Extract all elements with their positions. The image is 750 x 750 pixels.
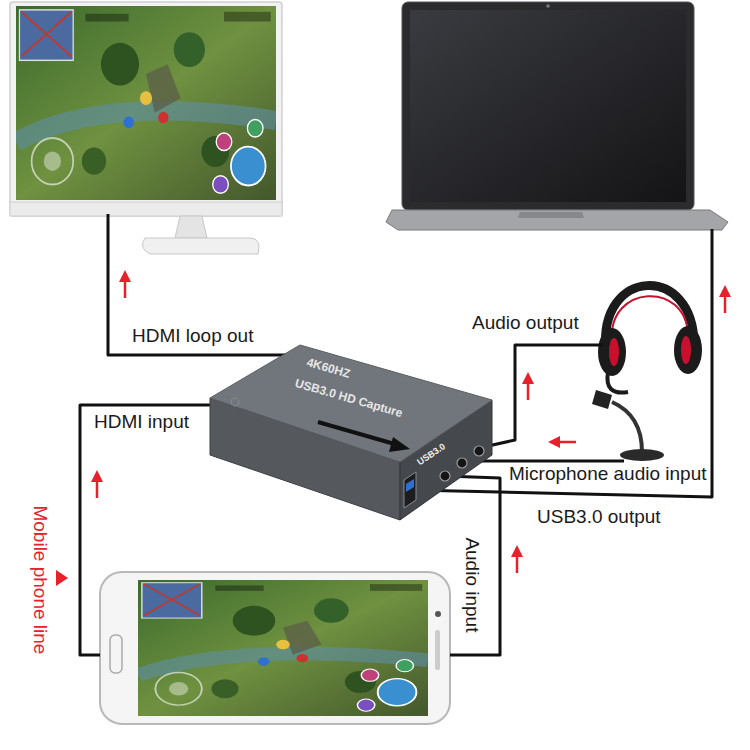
signal-arrow [522,372,534,384]
cable-label: Audio input [461,535,483,634]
phone [138,580,428,716]
signal-arrow [511,545,523,557]
capture-box: 4K60HZUSB3.0 HD CaptureUSB3.0 [205,340,500,525]
monitor [10,2,282,216]
monitor [142,238,259,254]
capture-box-face [389,437,410,452]
cable [80,405,215,655]
laptop [518,212,584,218]
capture-box-face [404,472,416,508]
headset [681,336,691,364]
signal-arrow [56,570,68,586]
signal-arrow [558,441,576,444]
phone [435,630,440,670]
laptop [402,2,694,210]
signal-arrow [96,480,99,498]
signal-arrow [119,270,131,282]
audio-jack [474,446,484,456]
signal-arrow [548,436,560,448]
cable [80,214,712,655]
laptop [386,2,728,230]
capture-box-face [231,398,239,406]
phone [100,572,450,724]
cable-label: Audio output [470,312,581,334]
cable-label: HDMI loop out [130,325,255,347]
cable-label: USB3.0 output [535,506,663,528]
cable-label: Microphone audio input [507,463,709,485]
headset [674,326,702,374]
signal-arrow [719,285,731,297]
signal-arrow [124,280,127,298]
headset [598,286,702,393]
cable-label: Mobile phone line [29,503,51,656]
laptop [386,210,728,230]
microphone [592,390,664,461]
audio-jack [457,458,467,468]
phone [435,611,441,617]
cable [445,476,500,655]
headset [607,372,628,393]
capture-box-face [318,422,398,445]
audio-jack [440,471,450,481]
monitor [10,202,282,216]
headset [609,338,619,366]
monitor [10,2,282,254]
capture-box-outline [205,340,500,525]
headset [598,328,626,376]
laptop [410,10,686,202]
signal-arrow [91,470,103,482]
monitor [175,216,207,238]
microphone [620,449,664,461]
capture-box-face [406,479,414,492]
signal-arrow [724,295,727,313]
cable [479,345,603,448]
monitor [16,6,276,200]
microphone [592,390,612,409]
phone [100,572,450,724]
laptop [546,4,550,8]
signal-arrow [56,270,731,586]
headset [612,296,688,340]
microphone [612,402,642,452]
cable [108,214,300,355]
capture-box-face [210,345,492,462]
phone [110,635,122,673]
signal-arrow [527,382,530,400]
signal-arrow [516,555,519,573]
cable-label: HDMI input [92,411,191,433]
